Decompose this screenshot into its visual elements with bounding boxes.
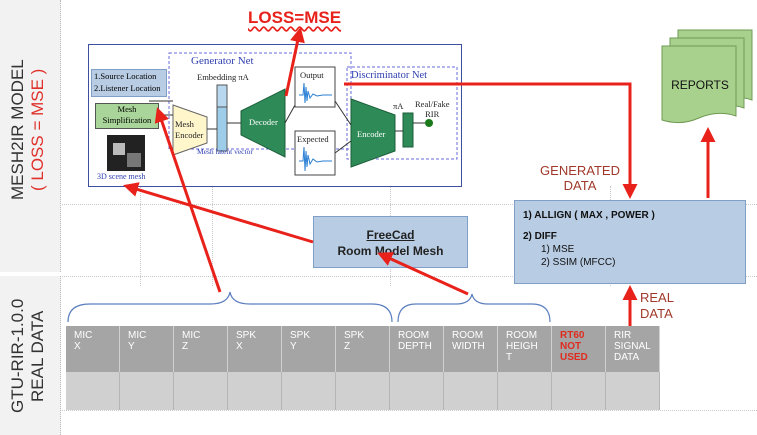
real-data-line2: DATA bbox=[640, 306, 673, 321]
loss-title: LOSS=MSE bbox=[248, 8, 342, 27]
side-band-top bbox=[0, 0, 61, 272]
report-sheet-back bbox=[677, 29, 753, 108]
table-header-cell: SPK X bbox=[228, 326, 282, 372]
side-label-model-line2: ( LOSS = MSE ) bbox=[28, 68, 47, 192]
brace-left bbox=[67, 291, 393, 323]
latent-bar bbox=[216, 106, 228, 152]
brace-right bbox=[397, 293, 551, 323]
table-header-cell: SPK Z bbox=[336, 326, 390, 372]
table-data-cell bbox=[282, 372, 336, 410]
real-data-label: REAL DATA bbox=[640, 290, 674, 322]
mesh-encoder-line1: Mesh bbox=[175, 119, 194, 129]
disc-bar bbox=[402, 112, 414, 148]
table-data-cell bbox=[66, 372, 120, 410]
real-fake-label: Real/Fake RIR bbox=[415, 99, 449, 119]
scene-object bbox=[127, 153, 141, 167]
mesh-simplification-line1: Mesh bbox=[117, 104, 137, 114]
arrow-freecad-to-scene bbox=[123, 182, 314, 244]
report-sheet-mid bbox=[669, 37, 745, 116]
connector bbox=[334, 100, 352, 126]
side-label-model: MESH2IR MODEL ( LOSS = MSE ) bbox=[8, 30, 48, 230]
scene-caption: 3D scene mesh bbox=[97, 172, 146, 181]
table-header-cell: MIC X bbox=[66, 326, 120, 372]
expected-waveform bbox=[299, 146, 332, 172]
input-source-location: 1.Source Location bbox=[94, 71, 157, 81]
mesh-encoder-line2: Encoder bbox=[175, 130, 204, 140]
embedding-label: Embedding πA bbox=[197, 72, 249, 82]
mesh-simplification-line2: Simplification bbox=[102, 115, 152, 125]
generated-data-label: GENERATED DATA bbox=[530, 163, 630, 193]
generated-line2: DATA bbox=[563, 178, 597, 193]
encoder-label: Encoder bbox=[357, 129, 386, 139]
freecad-box: FreeCad Room Model Mesh bbox=[313, 216, 468, 268]
output-waveform bbox=[299, 82, 332, 104]
decoder-label: Decoder bbox=[249, 117, 278, 127]
latent-caption: Mesh latent vector bbox=[197, 147, 253, 156]
generated-line1: GENERATED bbox=[540, 163, 620, 178]
table-data-cell bbox=[552, 372, 606, 410]
metric-mse: 1) MSE bbox=[541, 244, 575, 255]
metric-ssim: 2) SSIM (MFCC) bbox=[541, 257, 616, 268]
discriminator-net-title: Discriminator Net bbox=[351, 70, 428, 81]
mesh-simplification-box: Mesh Simplification bbox=[95, 103, 159, 129]
table-data-cell bbox=[444, 372, 498, 410]
side-label-real-data-line2: REAL DATA bbox=[28, 310, 47, 402]
scene-window bbox=[113, 143, 125, 155]
output-box bbox=[294, 66, 336, 108]
real-fake-node bbox=[425, 119, 433, 127]
inputs-box: 1.Source Location 2.Listener Location bbox=[91, 69, 167, 97]
generator-net-title: Generator Net bbox=[191, 55, 254, 67]
table-header-cell: RIR SIGNAL DATA bbox=[606, 326, 660, 372]
table-data-cell bbox=[120, 372, 174, 410]
side-band-bottom bbox=[0, 276, 61, 435]
table-data-cell bbox=[390, 372, 444, 410]
table-header-cell: ROOM HEIGH T bbox=[498, 326, 552, 372]
real-fake-line1: Real/Fake bbox=[415, 99, 450, 109]
table-data-cell bbox=[606, 372, 660, 410]
mesh-encoder-label: Mesh Encoder bbox=[175, 119, 203, 141]
connector bbox=[334, 140, 352, 154]
table-header-cell: ROOM DEPTH bbox=[390, 326, 444, 372]
metric-diff: 2) DIFF bbox=[523, 231, 557, 242]
expected-label: Expected bbox=[297, 134, 329, 144]
table-data-cell bbox=[174, 372, 228, 410]
table-header-cell: MIC Y bbox=[120, 326, 174, 372]
embedding-bar bbox=[216, 84, 228, 108]
side-label-model-line1: MESH2IR MODEL bbox=[8, 59, 27, 201]
side-label-real-data-line1: GTU-RIR-1.0.0 bbox=[8, 298, 27, 414]
mesh2ir-diagram: 1.Source Location 2.Listener Location Me… bbox=[88, 44, 462, 187]
freecad-title: FreeCad bbox=[366, 228, 415, 242]
connector bbox=[284, 104, 296, 124]
input-listener-location: 2.Listener Location bbox=[94, 83, 161, 93]
table-header-cell: SPK Y bbox=[282, 326, 336, 372]
metrics-box: 1) ALLIGN ( MAX , POWER ) 2) DIFF 1) MSE… bbox=[514, 200, 746, 284]
table-data-cell bbox=[498, 372, 552, 410]
reports-label: REPORTS bbox=[671, 78, 729, 92]
real-fake-line2: RIR bbox=[425, 109, 440, 119]
table-header-cell: RT60 NOT USED bbox=[552, 326, 606, 372]
real-data-line1: REAL bbox=[640, 290, 674, 305]
expected-box bbox=[294, 130, 336, 176]
decoder-shape bbox=[240, 88, 286, 158]
table-header-cell: ROOM WIDTH bbox=[444, 326, 498, 372]
pi-a-label: πA bbox=[393, 101, 404, 111]
output-label: Output bbox=[300, 70, 324, 80]
table-header-cell: MIC Z bbox=[174, 326, 228, 372]
freecad-subtitle: Room Model Mesh bbox=[337, 244, 444, 258]
table-data-cell bbox=[228, 372, 282, 410]
side-label-real-data: GTU-RIR-1.0.0 REAL DATA bbox=[8, 286, 48, 426]
table-data-cell bbox=[336, 372, 390, 410]
metric-allign: 1) ALLIGN ( MAX , POWER ) bbox=[523, 210, 655, 221]
